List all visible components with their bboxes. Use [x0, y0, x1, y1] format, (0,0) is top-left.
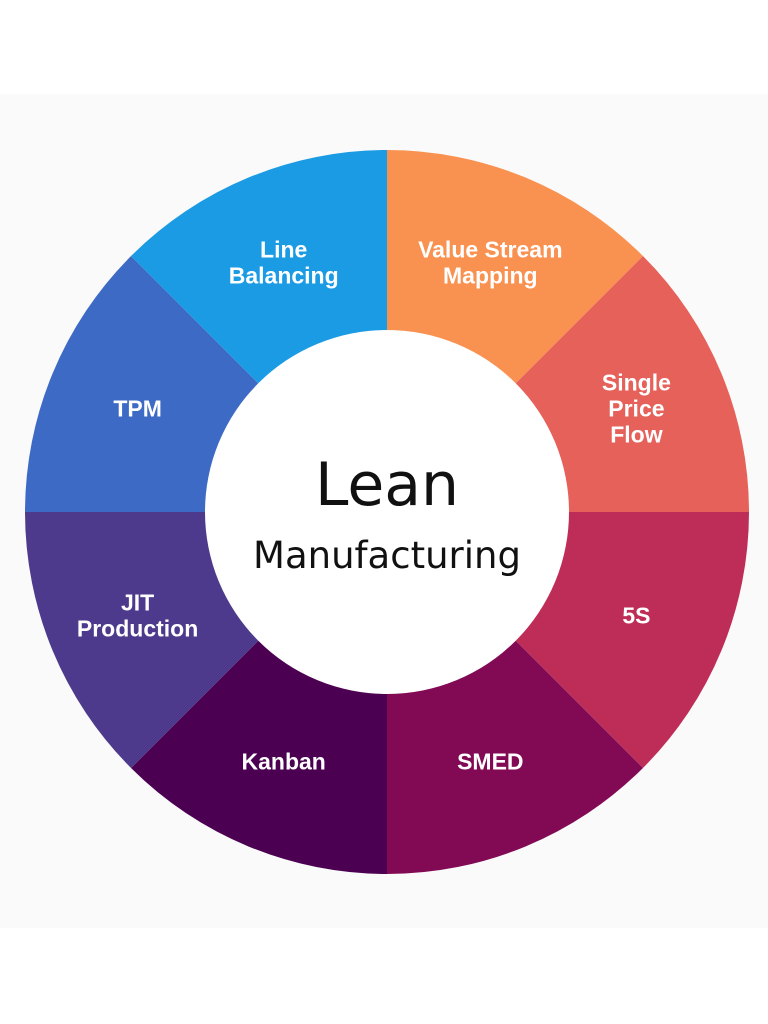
segment-label-smed: SMED — [457, 748, 523, 774]
center-subtitle: Manufacturing — [253, 534, 521, 577]
segment-label-line: TPM — [113, 396, 162, 422]
segment-label-kanban: Kanban — [242, 748, 326, 774]
center-hub — [205, 330, 569, 694]
segment-label-line: Flow — [610, 422, 662, 448]
segment-label-tpm: TPM — [113, 396, 162, 422]
segment-label-line: JIT — [121, 589, 154, 615]
segment-label-line: Balancing — [229, 263, 339, 289]
segment-label-line: 5S — [622, 602, 650, 628]
segment-label-5s: 5S — [622, 602, 650, 628]
segment-label-line: SMED — [457, 748, 523, 774]
segment-label-line: Production — [77, 615, 198, 641]
segment-label-line: Single — [602, 370, 671, 396]
segment-label-line: Mapping — [443, 263, 538, 289]
center-title: Lean — [315, 450, 459, 520]
segment-label-line: Value Stream — [418, 237, 562, 263]
segment-label-line: Price — [608, 396, 664, 422]
segment-label-line: Kanban — [242, 748, 326, 774]
segment-label-line: Line — [260, 237, 307, 263]
